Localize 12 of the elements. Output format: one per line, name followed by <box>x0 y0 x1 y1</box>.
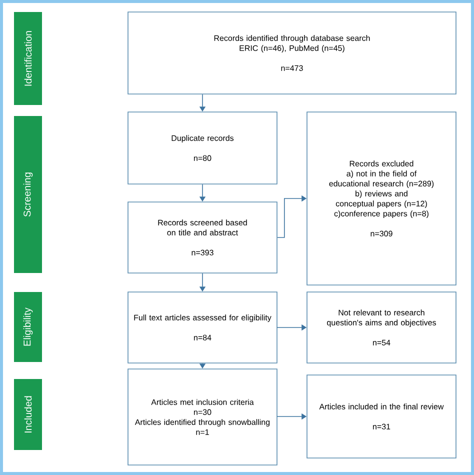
process-box: Full text articles assessed for eligibility n=84 <box>128 292 278 364</box>
process-box: Duplicate records n=80 <box>128 112 278 184</box>
process-box: Articles included in the final review n=31 <box>306 374 456 458</box>
stage-bar: Eligibility <box>14 292 42 362</box>
process-box: Records identified through database search ERIC (n=46), PubMed (n=45) n=473 <box>128 12 456 94</box>
process-box: Not relevant to research question's aims and objectives n=54 <box>306 292 456 364</box>
stage-bar: Identification <box>14 12 42 105</box>
process-box: Records screened based on title and abstract n=393 <box>128 202 278 274</box>
process-box: Articles met inclusion criteria n=30 Articles identified through snowballing n=1 <box>128 368 278 466</box>
stage-bar: Screening <box>14 116 42 273</box>
stage-bar: Included <box>14 379 42 450</box>
process-box: Records excluded a) not in the field of educational research (n=289) b) reviews and conceptual papers (n=12) c)conference papers (n=8) n=309 <box>306 112 456 286</box>
